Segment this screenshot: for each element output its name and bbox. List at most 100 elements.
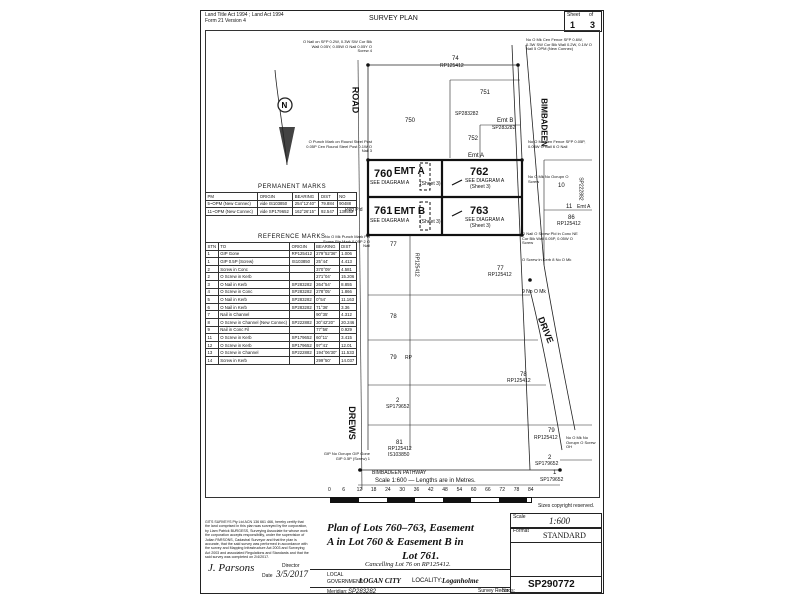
note-station-8: O Screw in Kerb 8 No O Mk bbox=[522, 257, 572, 262]
lot-77-right: 77 bbox=[497, 266, 504, 272]
table-cell: 11 bbox=[205, 333, 219, 342]
table-cell: Nail in Conc Fil bbox=[217, 325, 291, 335]
lot-79-right-plan: RP125412 bbox=[534, 435, 558, 441]
table-header: PM bbox=[204, 192, 259, 201]
sheet-box: Sheet of 1 3 bbox=[564, 11, 602, 32]
table-cell: O Nail in Kerb bbox=[217, 302, 291, 312]
table-header: DIST bbox=[318, 192, 338, 201]
table-header-row: STN TO ORIGIN BEARING DIST bbox=[205, 242, 358, 251]
table-cell bbox=[289, 355, 315, 365]
sheet-number: 1 bbox=[570, 20, 576, 30]
table-cell: 25°44' bbox=[313, 257, 340, 266]
lot-1-right: 1 bbox=[553, 470, 557, 476]
lot-751: 751 bbox=[480, 90, 491, 96]
table-header: NO bbox=[336, 192, 358, 201]
table-header: DIST bbox=[338, 242, 358, 251]
road-label-pathway: BIMBADEEN PATHWAY bbox=[372, 470, 427, 476]
table-cell: 12 bbox=[205, 340, 219, 350]
scale-tick-label: 60 bbox=[470, 487, 477, 493]
table-cell: 14 bbox=[205, 355, 219, 365]
permanent-marks-table: PM ORIGIN BEARING DIST NO 5~OPM (New Con… bbox=[204, 192, 358, 216]
lot-11-emt: Emt A bbox=[577, 204, 591, 210]
table-cell: 6 bbox=[205, 302, 219, 312]
table-cell: 1.866 bbox=[338, 287, 358, 297]
note-station-7: O Nail O Screw Pld in Conc NE Cor Bik Wa… bbox=[522, 231, 578, 246]
scale-tick-label: 24 bbox=[385, 487, 391, 493]
table-cell: 97°41' bbox=[313, 340, 340, 350]
table-cell: vide IS103850 bbox=[257, 199, 294, 209]
lot-761-sheet: (Sheet 3) bbox=[420, 219, 441, 225]
note-station-6: No O Mk Cen Fence SFP 0.05P, 0.05W O Nai… bbox=[528, 139, 586, 149]
table-cell: 2 bbox=[205, 272, 219, 281]
table-cell: 92.547 bbox=[318, 207, 338, 216]
scale-bar-ruler bbox=[330, 497, 532, 503]
table-cell: 7 bbox=[205, 310, 219, 319]
table-cell: Screw in Conc bbox=[217, 264, 291, 274]
page-title: SURVEY PLAN bbox=[369, 15, 418, 22]
table-cell bbox=[289, 272, 315, 281]
government-label: GOVERNMENT: bbox=[327, 579, 364, 585]
table-cell: 278°05' bbox=[313, 287, 340, 297]
lot-762-sheet: (Sheet 3) bbox=[470, 184, 491, 190]
lot-79-right: 79 bbox=[548, 428, 555, 434]
scale-tick-label: 72 bbox=[499, 487, 505, 493]
table-cell: 4.581 bbox=[338, 264, 358, 274]
scale-tick-label: 66 bbox=[485, 487, 491, 493]
table-cell: O Screw in Kerb bbox=[217, 272, 291, 281]
table-header: STN bbox=[205, 242, 219, 251]
lot-81-plan2: IS103850 bbox=[388, 452, 410, 458]
plan-title-line-2: A in Lot 760 & Easement B in bbox=[327, 535, 464, 548]
lot-762-diag: SEE DIAGRAM A bbox=[465, 178, 505, 184]
date-label: Date bbox=[262, 573, 273, 579]
surveyor-signature: J. Parsons bbox=[208, 562, 255, 574]
table-header: BEARING bbox=[313, 242, 340, 251]
lot-750: 750 bbox=[405, 118, 416, 124]
table-cell: 271°04' bbox=[313, 272, 340, 281]
table-cell: SP179652 bbox=[289, 333, 315, 342]
table-cell: 264°54' bbox=[313, 279, 340, 289]
survey-records-label: Survey Records: bbox=[478, 588, 515, 594]
lot-760-emt: EMT A bbox=[394, 166, 425, 177]
table-cell: 13 bbox=[205, 348, 219, 357]
easement-b-top: Emt B bbox=[497, 118, 514, 124]
table-cell: 77°56' bbox=[313, 325, 340, 335]
table-cell: SP179652 bbox=[289, 340, 315, 350]
table-cell: IS103850 bbox=[289, 257, 315, 266]
lot-760-sheet: (Sheet 3) bbox=[420, 181, 441, 187]
director-label: Director bbox=[282, 563, 300, 569]
paper-note: Sizes copyright reserved. bbox=[538, 503, 595, 509]
lot-2-right-plan: SP179652 bbox=[535, 461, 559, 467]
table-cell: 1.006 bbox=[338, 249, 358, 259]
acts-label: Land Title Act 1994 ; Land Act 1994 bbox=[205, 12, 284, 18]
table-header: ORIGIN bbox=[289, 242, 315, 251]
plan-title-line-3: Lot 761. bbox=[402, 549, 440, 562]
lot-763-sheet: (Sheet 3) bbox=[470, 223, 491, 229]
table-cell: 139552 bbox=[336, 207, 358, 216]
table-cell: 4.312 bbox=[338, 310, 358, 319]
format-box: Format STANDARD bbox=[510, 527, 602, 543]
format-box-label: Format bbox=[513, 528, 529, 534]
scale-tick-label: 6 bbox=[342, 487, 346, 493]
table-cell: 11.533 bbox=[338, 348, 358, 357]
table-cell: 90488 bbox=[336, 199, 358, 209]
scale-value: 1:600 bbox=[549, 516, 570, 526]
lot-760: 760 bbox=[374, 168, 393, 180]
note-station-1: No O Mk Punch Mark Pin Screw Pin Mark 0.… bbox=[322, 234, 370, 249]
table-cell: RP125412 bbox=[289, 249, 315, 259]
lot-760-diag: SEE DIAGRAM A bbox=[370, 180, 410, 186]
sheet-of-label: of bbox=[589, 12, 594, 18]
scale-box-label: Scale bbox=[513, 514, 526, 520]
table-cell: 11~OPM (New Connec) bbox=[204, 207, 259, 216]
lot-74-plan: RP125412 bbox=[440, 63, 464, 69]
lot-78-right-plan: RP125412 bbox=[507, 378, 531, 384]
scale-tick-label: 12 bbox=[356, 487, 363, 493]
table-cell: O Screw in Channel (New Connec) bbox=[217, 317, 291, 327]
lot-81: 81 bbox=[396, 440, 403, 446]
